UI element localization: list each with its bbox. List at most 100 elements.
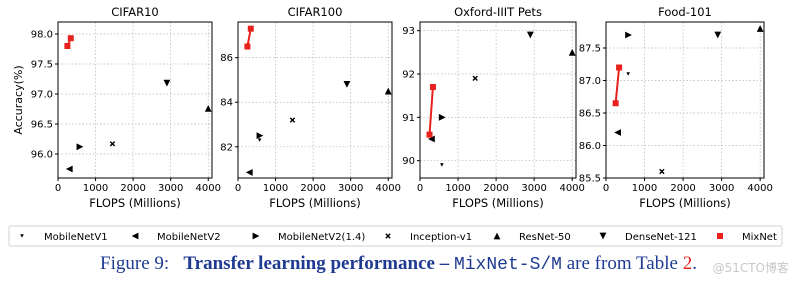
x-tick-label: 3000 xyxy=(709,183,734,194)
legend-label: ResNet-50 xyxy=(519,232,571,243)
x-tick-label: 2000 xyxy=(120,183,145,194)
legend-label: MobileNetV1 xyxy=(44,232,108,243)
mixnet-point-1-shape xyxy=(616,64,623,71)
y-tick-label: 87.5 xyxy=(579,44,601,55)
legend-item-5: ResNet-50 xyxy=(493,232,571,243)
mixnet-point-0 xyxy=(612,100,619,107)
chart-title: Oxford-IIIT Pets xyxy=(454,5,542,19)
resnet-50-point-0 xyxy=(204,105,212,112)
resnet-50-point-0-shape xyxy=(384,87,392,95)
x-tick-label: 2000 xyxy=(670,183,695,194)
figure-caption: Figure 9: Transfer learning performance … xyxy=(0,253,797,275)
x-axis-label: FLOPS (Millions) xyxy=(452,196,544,210)
inception-v1-point-0 xyxy=(109,141,116,147)
resnet-50-point-0 xyxy=(568,48,576,56)
legend-marker-shape xyxy=(385,233,391,239)
caption-table-ref[interactable]: 2 xyxy=(682,253,693,274)
inception-v1-point-0 xyxy=(289,117,296,123)
chart-title: CIFAR100 xyxy=(288,5,343,19)
mixnet-point-1 xyxy=(429,84,436,90)
mobilenetv2-point-0-shape xyxy=(245,169,253,176)
x-tick-label: 3000 xyxy=(158,183,183,194)
x-tick-label: 0 xyxy=(55,183,61,194)
x-tick-label: 1000 xyxy=(263,183,288,194)
densenet-121-point-0-shape xyxy=(343,81,351,88)
resnet-50-point-0-shape xyxy=(568,48,576,56)
mixnet-point-0 xyxy=(426,131,433,138)
densenet-121-point-0 xyxy=(526,31,534,39)
x-tick-label: 4000 xyxy=(559,183,584,194)
y-tick-label: 92 xyxy=(402,70,415,81)
densenet-121-point-0-shape xyxy=(526,31,534,39)
mixnet-point-0-shape xyxy=(244,43,251,50)
legend-marker xyxy=(599,232,607,240)
mobilenetv2-1-4-point-0 xyxy=(76,143,84,151)
inception-v1-point-0-shape xyxy=(289,117,296,123)
x-tick-label: 3000 xyxy=(338,183,363,194)
y-tick-label: 84 xyxy=(220,98,233,109)
plot-frame xyxy=(237,21,393,179)
legend-marker xyxy=(131,232,139,240)
mobilenetv2-point-0 xyxy=(65,165,73,173)
legend-item-2: MobileNetV2 xyxy=(131,232,221,243)
legend-marker-shape xyxy=(252,232,260,240)
legend-label: DenseNet-121 xyxy=(625,232,697,243)
x-tick-label: 2000 xyxy=(300,183,325,194)
mobilenetv2-1-4-point-0-shape xyxy=(256,132,264,140)
y-tick-label: 87.0 xyxy=(579,76,601,87)
legend-frame xyxy=(8,225,783,247)
densenet-121-point-0-shape xyxy=(714,31,722,39)
mobilenetv1-point-0-shape xyxy=(626,72,630,76)
legend-label: Inception-v1 xyxy=(410,232,472,243)
legend-item-4: Inception-v1 xyxy=(385,232,472,243)
chart-title: CIFAR10 xyxy=(111,5,158,19)
y-axis-label: Accuracy(%) xyxy=(12,65,25,134)
legend-marker xyxy=(252,232,260,240)
watermark: @51CTO博客 xyxy=(712,261,789,275)
x-axis-label: FLOPS (Millions) xyxy=(89,196,181,210)
mobilenetv2-1-4-point-0-shape xyxy=(625,31,632,39)
caption-models: MixNet-S/M xyxy=(453,255,562,275)
y-tick-label: 91 xyxy=(402,113,415,124)
legend-marker-shape xyxy=(717,233,723,239)
densenet-121-point-0-shape xyxy=(163,79,171,87)
x-axis-label: FLOPS (Millions) xyxy=(269,196,361,210)
x-tick-label: 4000 xyxy=(747,183,772,194)
caption-period: . xyxy=(692,253,697,274)
mobilenetv1-point-0 xyxy=(626,72,630,76)
mobilenetv2-1-4-point-0 xyxy=(256,132,264,140)
mixnet-point-1 xyxy=(247,25,254,32)
y-tick-label: 86.0 xyxy=(579,141,601,152)
x-tick-label: 0 xyxy=(235,183,241,194)
y-tick-label: 93 xyxy=(402,26,415,37)
mixnet-point-0 xyxy=(64,43,71,49)
mobilenetv2-1-4-point-0-shape xyxy=(76,143,84,151)
legend-marker-shape xyxy=(599,232,607,240)
y-tick-label: 97.5 xyxy=(31,60,53,71)
legend-item-6: DenseNet-121 xyxy=(599,232,697,243)
legend-item-7: MixNet xyxy=(717,232,777,243)
mixnet-point-1-shape xyxy=(67,35,74,42)
x-tick-label: 1000 xyxy=(632,183,657,194)
resnet-50-point-0 xyxy=(384,87,392,95)
plot-frame xyxy=(605,21,765,179)
y-tick-label: 90 xyxy=(402,156,415,167)
legend-marker-shape xyxy=(131,232,139,240)
legend-marker-shape xyxy=(493,232,501,240)
mobilenetv1-point-0-shape xyxy=(257,138,262,142)
x-axis-label: FLOPS (Millions) xyxy=(639,196,731,210)
y-tick-label: 86.5 xyxy=(579,109,601,120)
resnet-50-point-0 xyxy=(756,25,764,32)
inception-v1-point-0-shape xyxy=(109,141,116,147)
legend-label: MixNet xyxy=(742,232,777,243)
legend-label: MobileNetV2(1.4) xyxy=(278,232,365,243)
mobilenetv1-point-0 xyxy=(440,163,444,167)
mobilenetv2-point-0 xyxy=(614,129,621,136)
caption-prefix: Figure 9: xyxy=(100,253,170,274)
mobilenetv2-1-4-point-0-shape xyxy=(438,113,446,121)
x-tick-label: 4000 xyxy=(196,183,221,194)
legend-marker-shape xyxy=(20,234,24,238)
x-tick-label: 0 xyxy=(417,183,423,194)
